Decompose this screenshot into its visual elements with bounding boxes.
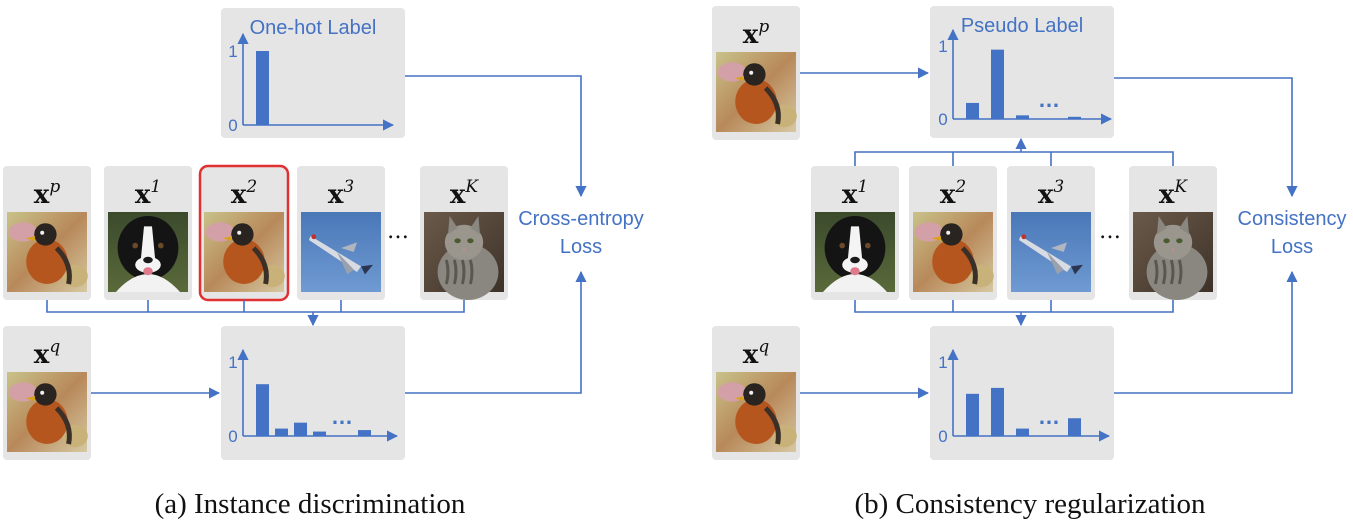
dog-image <box>815 212 895 292</box>
sample-superscript: p <box>758 17 769 37</box>
robin-image <box>7 372 88 452</box>
chart-box-title: Pseudo Label <box>961 15 1083 37</box>
chart-ellipsis: … <box>1038 404 1060 429</box>
cat-image <box>424 212 504 300</box>
bar-2 <box>991 49 1004 119</box>
bar-3 <box>1016 428 1029 436</box>
loss-label-line1: Cross-entropy <box>518 208 644 230</box>
sample-symbol: x2 <box>940 177 966 210</box>
pseudo-label-box: Pseudo Label 1 0 … <box>930 6 1114 138</box>
samples-ellipsis-b: … <box>1099 219 1121 244</box>
y-tick-label-min: 0 <box>228 427 237 446</box>
bar-5 <box>1068 418 1081 436</box>
label-to-loss-arrow <box>405 75 587 198</box>
robin-image <box>716 52 797 132</box>
bar-2 <box>275 428 288 436</box>
sample-superscript: q <box>49 337 60 357</box>
chart-box <box>221 326 405 460</box>
bar-5 <box>1068 116 1081 119</box>
y-tick-label-max: 1 <box>938 353 947 372</box>
bar-1 <box>256 51 269 125</box>
bar-1 <box>966 102 979 119</box>
caption-b: (b) Consistency regularization <box>854 488 1206 520</box>
loss-label-line2: Loss <box>560 236 602 258</box>
top-bracket-line <box>854 151 1174 166</box>
sample-superscript: 3 <box>1053 177 1064 197</box>
caption-a: (a) Instance discrimination <box>155 488 466 520</box>
bar-3 <box>1016 115 1029 119</box>
sample-superscript: K <box>464 177 479 197</box>
bar-4 <box>313 431 326 436</box>
chart-box-title: One-hot Label <box>250 17 377 39</box>
prediction-box: 1 0 … <box>221 326 405 460</box>
y-tick-label-min: 0 <box>228 116 237 135</box>
robin-image <box>716 372 797 452</box>
bar-1 <box>966 393 979 436</box>
sample-symbol: xK <box>450 177 480 210</box>
sample-superscript: q <box>758 337 769 357</box>
sample-superscript: 3 <box>343 177 354 197</box>
robin-image <box>7 212 88 292</box>
y-tick-label-max: 1 <box>228 42 237 61</box>
one-hot-label-box: One-hot Label 1 0 <box>221 8 405 138</box>
samples-ellipsis: … <box>387 219 409 244</box>
bar-3 <box>294 422 307 436</box>
prediction-to-loss-arrow <box>405 270 587 394</box>
cat-image <box>1133 212 1213 300</box>
loss-label-b-line1: Consistency <box>1238 208 1347 230</box>
sample-superscript: 1 <box>150 177 161 197</box>
robin-image <box>913 212 994 292</box>
dog-image <box>108 212 188 292</box>
y-tick-label-min: 0 <box>938 110 947 129</box>
bottom-bracket-line <box>854 300 1174 313</box>
sample-bracket-line <box>46 300 465 313</box>
prediction-box-b: 1 0 … <box>930 326 1114 460</box>
bar-2 <box>991 387 1004 436</box>
pseudo-to-loss-arrow <box>1114 77 1298 198</box>
sample-superscript: 2 <box>245 177 257 197</box>
sample-superscript: K <box>1173 177 1188 197</box>
chart-ellipsis: … <box>331 404 353 429</box>
robin-image <box>204 212 285 292</box>
loss-label-b-line2: Loss <box>1271 236 1313 258</box>
chart-box <box>930 326 1114 460</box>
sample-superscript: 2 <box>954 177 966 197</box>
bar-5 <box>358 430 371 436</box>
prediction-to-loss-arrow-b <box>1114 270 1298 394</box>
chart-ellipsis: … <box>1038 87 1060 112</box>
y-tick-label-max: 1 <box>228 353 237 372</box>
y-tick-label-max: 1 <box>938 37 947 56</box>
jet-image <box>301 212 381 292</box>
bar-1 <box>256 384 269 436</box>
jet-image <box>1011 212 1091 292</box>
sample-superscript: p <box>49 177 60 197</box>
y-tick-label-min: 0 <box>938 427 947 446</box>
sample-superscript: 1 <box>857 177 868 197</box>
